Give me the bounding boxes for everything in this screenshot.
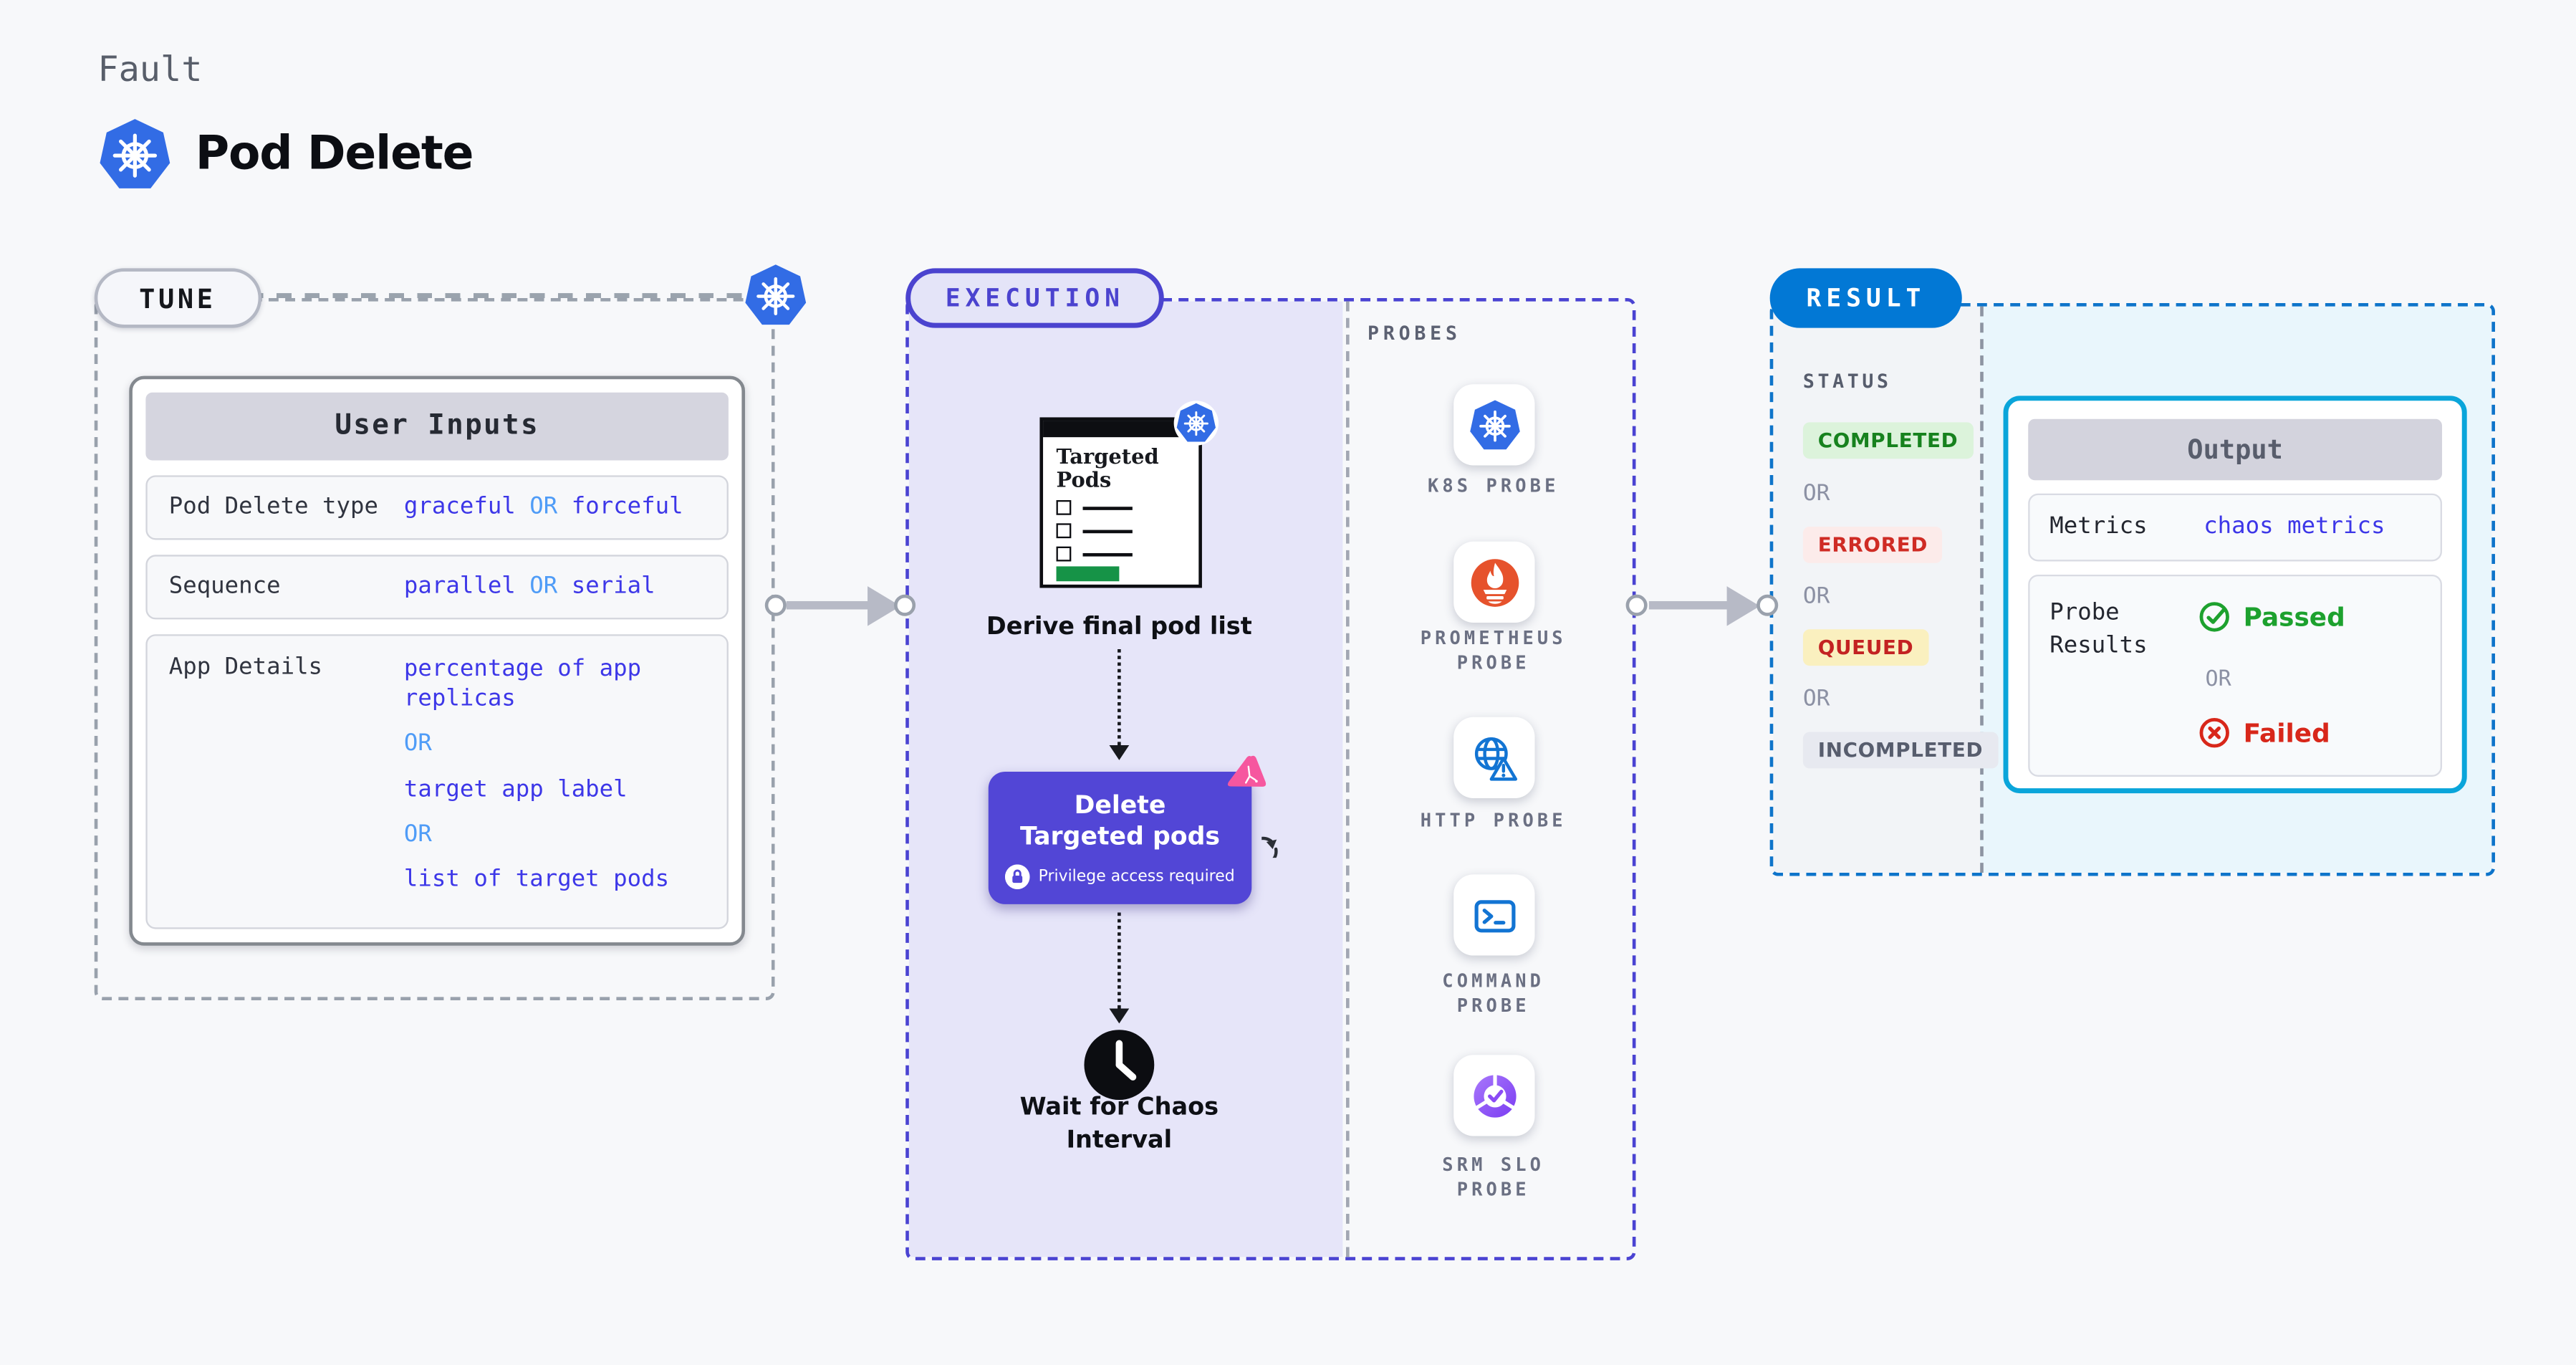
input-row-pod-delete-type: Pod Delete type graceful OR forceful <box>145 475 729 540</box>
check-circle-icon <box>2198 601 2230 633</box>
input-label: Pod Delete type <box>168 493 378 520</box>
status-title: STATUS <box>1802 369 1892 393</box>
or-separator: OR <box>529 573 558 600</box>
x-circle-icon <box>2198 717 2230 749</box>
result-badge-label: RESULT <box>1806 283 1926 313</box>
input-value: parallel OR serial <box>404 557 655 616</box>
status-badge-errored: ERRORED <box>1802 526 1943 563</box>
arrow-down-icon <box>1109 745 1130 760</box>
status-badge-incompleted: INCOMPLETED <box>1802 732 1999 769</box>
status-badge-queued: QUEUED <box>1802 629 1929 666</box>
kubernetes-corner-icon <box>744 263 808 327</box>
command-probe-icon <box>1453 874 1535 956</box>
prometheus-probe-icon <box>1453 541 1535 623</box>
tune-connector-line <box>248 293 755 299</box>
probe-label: PROMETHEUS PROBE <box>1420 627 1567 674</box>
kubernetes-icon <box>97 118 172 192</box>
value-option: forceful <box>571 493 683 520</box>
derive-step-label: Derive final pod list <box>986 614 1252 641</box>
input-label: App Details <box>168 653 323 681</box>
progress-bar <box>1056 566 1120 582</box>
value-option: serial <box>571 573 655 600</box>
input-value: percentage of app replicas OR target app… <box>404 654 727 894</box>
flow-dotted-line <box>1118 912 1121 1009</box>
output-card: Output Metrics chaos metrics Probe Resul… <box>2003 396 2467 794</box>
execution-badge-label: EXECUTION <box>945 283 1125 313</box>
tune-section-badge: TUNE <box>94 268 261 328</box>
connector-dot <box>1625 594 1648 616</box>
status-badge-completed: COMPLETED <box>1802 422 1974 459</box>
chaos-icon <box>1223 752 1270 799</box>
input-row-app-details: App Details percentage of app replicas O… <box>145 634 729 929</box>
arrow-down-icon <box>1109 1008 1130 1024</box>
or-separator: OR <box>1802 480 1830 507</box>
status-area <box>1773 306 1981 873</box>
window-topbar <box>1043 421 1199 438</box>
passed-text: Passed <box>2243 602 2345 632</box>
k8s-probe-icon <box>1453 384 1535 466</box>
probe-label: SRM SLO PROBE <box>1442 1154 1545 1201</box>
result-section-box <box>1769 302 2495 876</box>
lock-icon <box>1005 864 1030 889</box>
wait-step-label: Wait for Chaos Interval <box>1019 1094 1219 1154</box>
value-option: graceful <box>403 493 516 520</box>
or-separator: OR <box>529 493 558 520</box>
value-option: percentage of app replicas <box>403 656 642 713</box>
input-label: Sequence <box>168 573 281 600</box>
or-separator: OR <box>403 820 432 848</box>
clock-icon <box>1081 1027 1157 1103</box>
failed-text: Failed <box>2243 717 2330 748</box>
targeted-pods-icon: Targeted Pods <box>1039 401 1219 588</box>
privilege-note: Privilege access required <box>989 864 1251 889</box>
probes-title: PROBES <box>1368 321 1461 345</box>
delete-step-label: Delete Targeted pods <box>1019 790 1221 851</box>
input-row-sequence: Sequence parallel OR serial <box>145 555 729 620</box>
flow-dotted-line <box>1118 648 1121 746</box>
kubernetes-badge-icon <box>1173 401 1219 446</box>
execution-section-badge: EXECUTION <box>905 268 1165 328</box>
or-separator: OR <box>2205 667 2231 693</box>
or-separator: OR <box>1802 583 1830 610</box>
failed-result: Failed <box>2198 717 2330 749</box>
input-value: graceful OR forceful <box>404 477 683 537</box>
result-divider <box>1980 306 1984 873</box>
delete-targeted-pods-step: Delete Targeted pods Privilege access re… <box>988 772 1251 904</box>
tune-section-box <box>94 298 775 1000</box>
connector-dot <box>1756 594 1779 616</box>
probe-label: HTTP PROBE <box>1420 810 1567 832</box>
metrics-label: Metrics <box>2049 513 2148 540</box>
value-option: target app label <box>403 775 628 803</box>
probe-label: COMMAND PROBE <box>1442 970 1545 1017</box>
metrics-row: Metrics chaos metrics <box>2028 493 2443 562</box>
or-separator: OR <box>403 731 432 758</box>
loop-icon <box>1261 818 1301 858</box>
value-option: parallel <box>403 573 516 600</box>
tune-badge-label: TUNE <box>139 282 216 314</box>
passed-result: Passed <box>2198 601 2345 633</box>
user-inputs-title: User Inputs <box>145 392 729 461</box>
probe-results-row: Probe Results Passed OR Failed <box>2028 574 2443 777</box>
arrow-right-line <box>786 600 873 610</box>
page-title: Pod Delete <box>195 125 474 181</box>
probes-divider <box>1346 301 1350 1258</box>
targeted-pods-title: Targeted Pods <box>1056 444 1159 493</box>
probe-label: K8S PROBE <box>1427 475 1559 497</box>
connector-dot <box>894 594 916 616</box>
value-option: list of target pods <box>403 866 670 893</box>
fault-eyebrow: Fault <box>97 49 203 90</box>
probe-results-label: Probe Results <box>2049 599 2148 660</box>
srm-slo-probe-icon <box>1453 1055 1535 1136</box>
output-title: Output <box>2028 418 2443 481</box>
privilege-note-text: Privilege access required <box>1038 868 1235 886</box>
or-separator: OR <box>1802 685 1830 712</box>
arrow-right-icon <box>1726 586 1760 626</box>
connector-dot <box>764 594 787 616</box>
execution-section-box <box>905 298 1636 1260</box>
arrow-right-line <box>1648 600 1732 610</box>
result-section-badge: RESULT <box>1769 268 1963 328</box>
http-probe-icon <box>1453 717 1535 798</box>
metrics-value: chaos metrics <box>2203 513 2385 540</box>
